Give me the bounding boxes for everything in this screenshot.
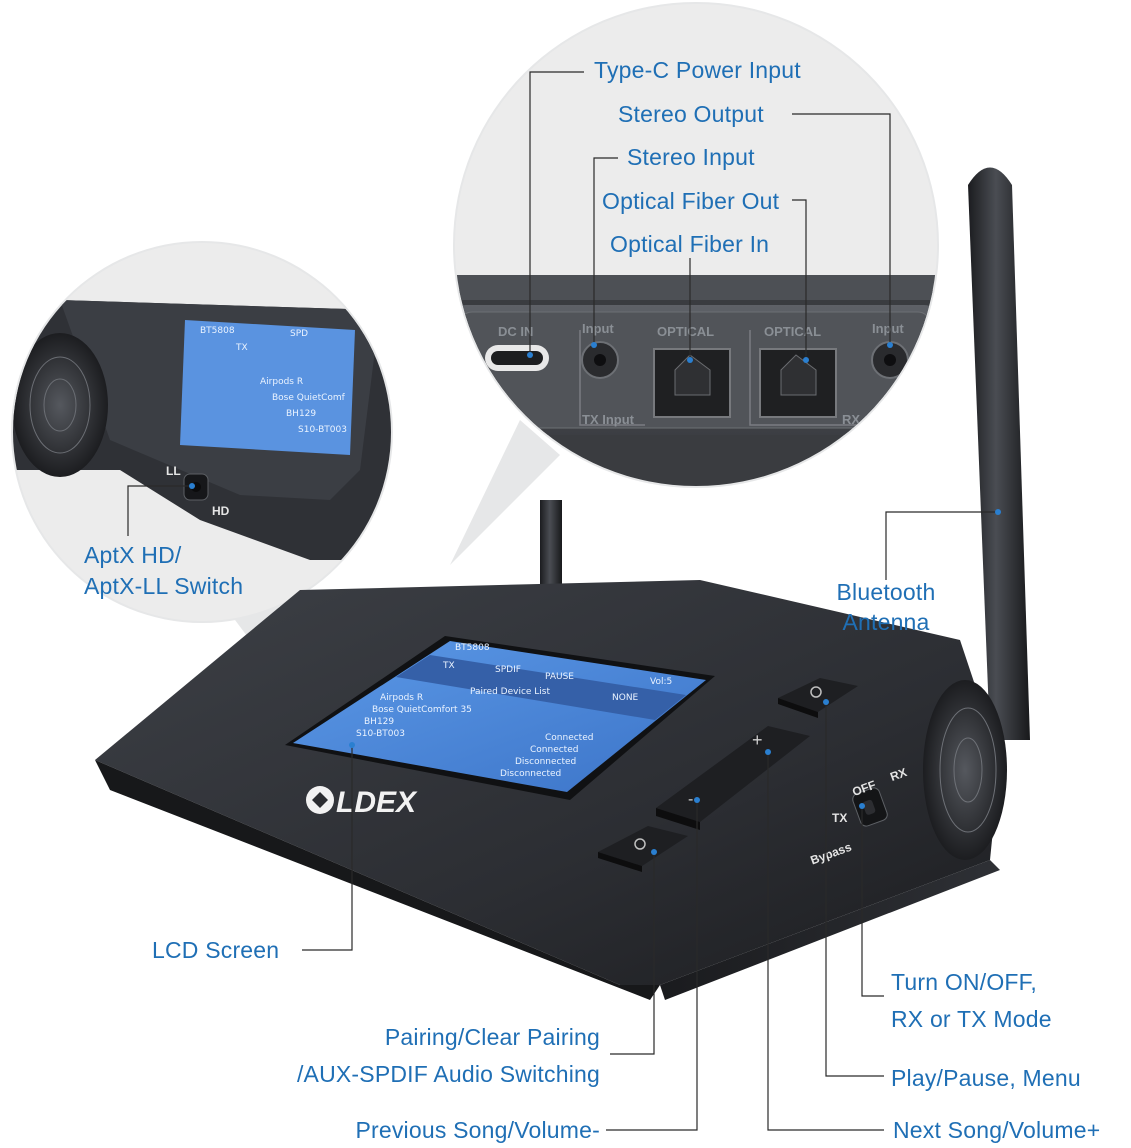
- svg-text:LDEX: LDEX: [336, 786, 418, 819]
- ll-switch-label: LL: [166, 464, 181, 478]
- lcd-source: SPDIF: [495, 665, 521, 675]
- stereo-output-leader: [792, 113, 891, 345]
- aptx-label-line2: AptX-LL Switch: [84, 573, 244, 599]
- minus-icon: -: [688, 791, 693, 808]
- zoom-lcd-device-1: Bose QuietComf: [272, 393, 346, 403]
- bluetooth-leader: [885, 511, 998, 580]
- rx-mode-label: RX: [888, 765, 908, 784]
- optical-in-label: Optical Fiber In: [610, 231, 770, 257]
- lcd-mode: TX: [442, 661, 455, 671]
- hd-switch-label: HD: [212, 504, 230, 518]
- lcd-device-2: BH129: [364, 717, 394, 727]
- pairing-label-line1: Pairing/Clear Pairing: [384, 1024, 600, 1050]
- lcd-device-0: Airpods R: [380, 693, 423, 703]
- refresh-icon: [634, 838, 646, 850]
- zoom-lcd-device-0: Airpods R: [260, 377, 303, 387]
- power-label-line1: Turn ON/OFF,: [891, 969, 1037, 995]
- lcd-status-1: Connected: [530, 745, 578, 755]
- play-pause-icon: [810, 686, 822, 698]
- lcd-codec: NONE: [612, 693, 639, 703]
- optical-out-label: Optical Fiber Out: [602, 188, 780, 214]
- lcd-device-3: S10-BT003: [356, 729, 405, 739]
- ports-zoom-bubble: DC IN Input OPTICAL OPTICAL Input TX Inp…: [450, 2, 939, 565]
- stereo-input-leader: [593, 157, 618, 345]
- type-c-label: Type-C Power Input: [594, 57, 801, 83]
- tx-input-port-label: TX Input: [582, 412, 635, 427]
- power-label-line2: RX or TX Mode: [891, 1006, 1052, 1032]
- aptx-leader: [127, 485, 192, 536]
- play-leader: [825, 702, 884, 1077]
- lcd-device-name: BT5808: [455, 643, 490, 653]
- lcd-list-header: Paired Device List: [470, 687, 550, 697]
- power-leader: [861, 806, 884, 997]
- stereo-input-jack: [581, 341, 619, 379]
- lcd-volume: Vol:5: [650, 677, 672, 687]
- aptx-zoom-bubble: BT5808 TX SPD Airpods R Bose QuietComf B…: [11, 241, 393, 680]
- play-pause-button[interactable]: [778, 678, 858, 718]
- transmitter-device: BT5808 TX SPDIF PAUSE NONE Vol:5 Paired …: [95, 167, 1030, 1000]
- play-label: Play/Pause, Menu: [891, 1065, 1081, 1091]
- input-left-port-label: Input: [582, 321, 614, 336]
- bluetooth-antenna: [968, 167, 1030, 740]
- bluetooth-label-line1: Bluetooth: [836, 579, 936, 605]
- mode-switch[interactable]: [851, 786, 889, 828]
- prev-leader: [606, 800, 698, 1131]
- lcd-screen: BT5808 TX SPDIF PAUSE NONE Vol:5 Paired …: [293, 641, 706, 792]
- stereo-input-label: Stereo Input: [627, 144, 755, 170]
- lcd-label: LCD Screen: [152, 937, 280, 963]
- next-leader: [767, 752, 884, 1131]
- zoom-lcd-device: BT5808: [200, 326, 235, 336]
- zoom-lcd-source: SPD: [290, 329, 308, 339]
- bluetooth-label-line2: Antenna: [842, 609, 930, 635]
- volume-rocker[interactable]: + -: [656, 726, 810, 830]
- type-c-leader: [529, 71, 584, 355]
- optical-out-leader: [792, 199, 807, 360]
- lcd-state: PAUSE: [545, 672, 574, 682]
- prev-label: Previous Song/Volume-: [355, 1117, 600, 1143]
- lcd-device-1: Bose QuietComfort 35: [372, 705, 472, 715]
- optical-2-port-label: OPTICAL: [764, 324, 821, 339]
- leader-lines: [127, 71, 998, 1131]
- lcd-status-3: Disconnected: [500, 769, 561, 779]
- stereo-output-label: Stereo Output: [618, 101, 764, 127]
- tx-mode-label: TX: [832, 811, 847, 825]
- aptx-label-line1: AptX HD/: [84, 542, 182, 568]
- type-c-port: [485, 345, 549, 371]
- optical-1-port-label: OPTICAL: [657, 324, 714, 339]
- zoom-lcd-device-3: S10-BT003: [298, 425, 347, 435]
- zoom-lcd-mode: TX: [235, 343, 248, 353]
- lcd-status-2: Disconnected: [515, 757, 576, 767]
- plus-icon: +: [752, 730, 763, 750]
- brand-logo: LDEX: [306, 786, 418, 819]
- dc-in-port-label: DC IN: [498, 324, 533, 339]
- lcd-status-0: Connected: [545, 733, 593, 743]
- pairing-label-line2: /AUX-SPDIF Audio Switching: [296, 1061, 600, 1087]
- pairing-leader: [610, 852, 655, 1055]
- next-label: Next Song/Volume+: [893, 1117, 1101, 1143]
- input-right-port-label: Input: [872, 321, 904, 336]
- leader-dots: [189, 342, 1001, 855]
- lcd-leader: [302, 745, 353, 951]
- zoom-lcd-device-2: BH129: [286, 409, 316, 419]
- rx-output-port-label: RX Output: [842, 412, 907, 427]
- pairing-button[interactable]: [598, 826, 688, 872]
- optical-out-port: [759, 348, 837, 418]
